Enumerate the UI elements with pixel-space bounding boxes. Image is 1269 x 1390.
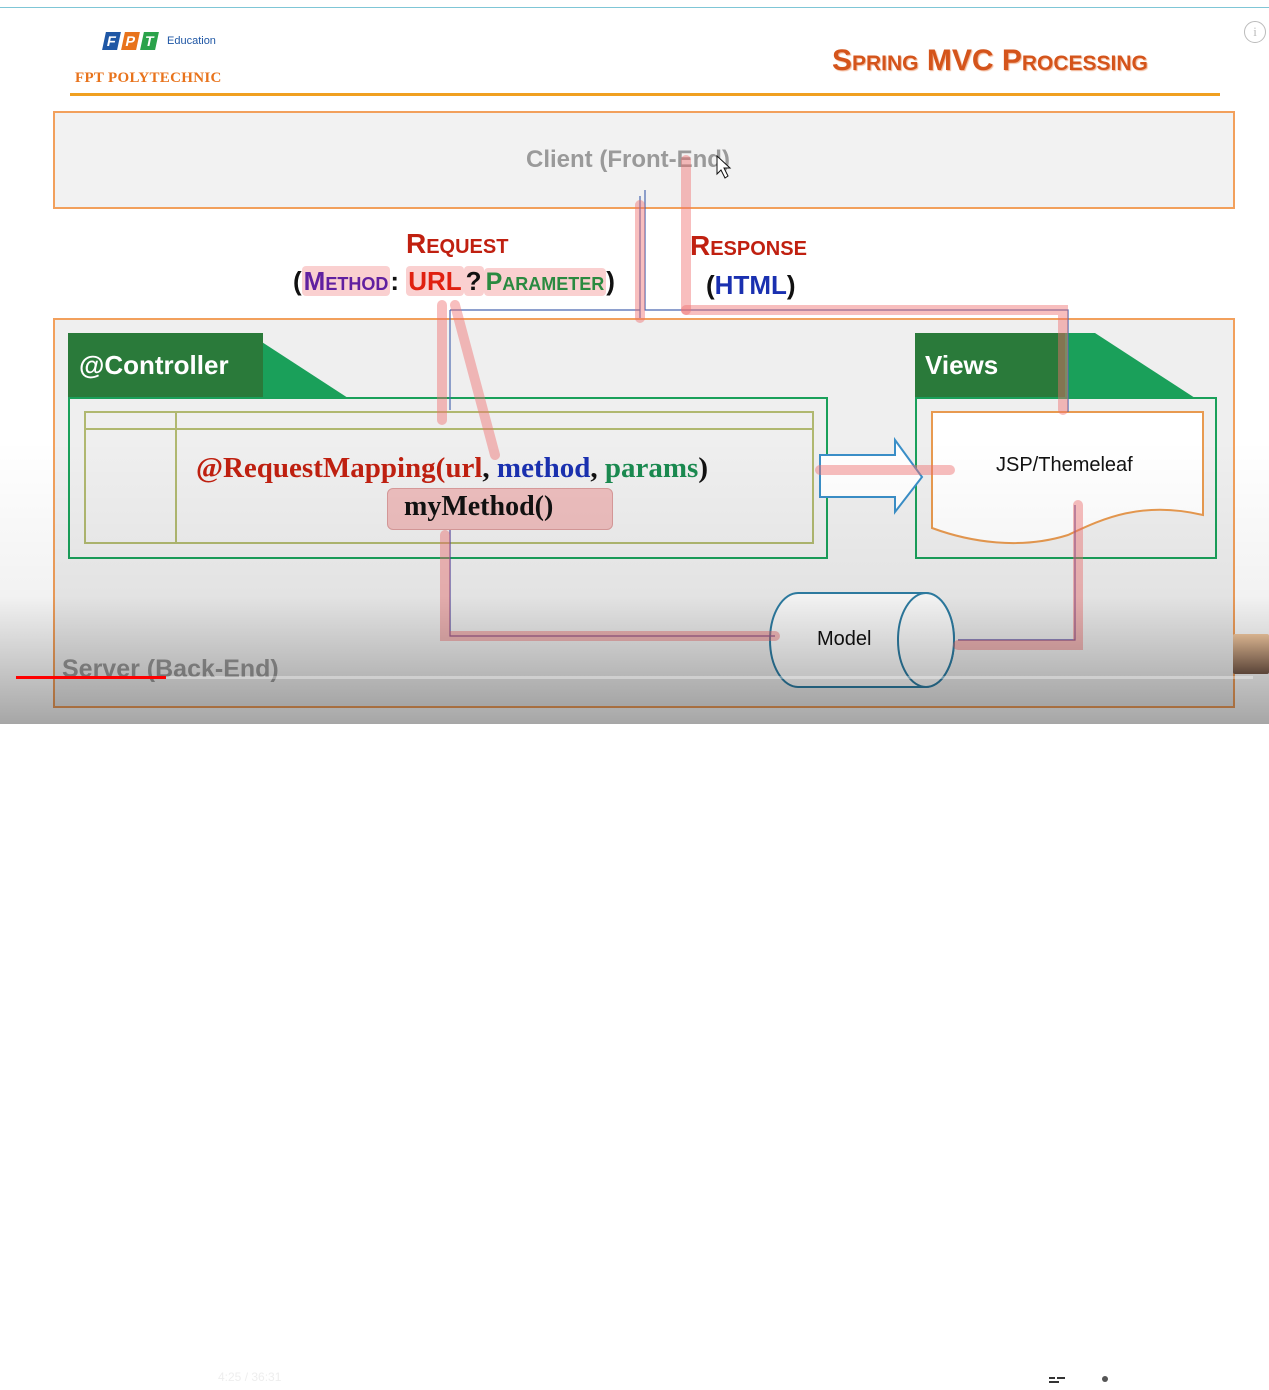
fullscreen-icon[interactable]: [1238, 1368, 1260, 1390]
volume-icon[interactable]: [177, 1368, 199, 1388]
player-controls: 4:25 / 36:31: [0, 676, 1269, 1390]
controller-label: @Controller: [79, 350, 229, 380]
request-connector-line: [449, 190, 1069, 412]
progress-bar-played[interactable]: [16, 676, 166, 679]
model-cylinder-cap: [897, 592, 955, 688]
settings-gear-icon[interactable]: [1094, 1368, 1116, 1390]
logo-education-text: Education: [167, 35, 216, 47]
request-mapping-prefix: @RequestMapping(: [196, 452, 446, 484]
miniplayer-icon[interactable]: [1141, 1369, 1165, 1389]
request-mapping-method: method: [496, 452, 591, 484]
time-display: 4:25 / 36:31: [218, 1370, 281, 1384]
view-document-shape: [931, 411, 1204, 545]
request-method: Method: [301, 266, 391, 296]
views-tab-highlight: [915, 333, 1065, 398]
response-signature: (HTML): [706, 270, 796, 301]
highlight-strokes: [437, 155, 1083, 650]
inner-table-row-line: [84, 428, 814, 430]
response-open-paren: (: [706, 270, 715, 300]
request-close-paren: ): [606, 266, 615, 296]
controller-tab-highlight: [68, 333, 263, 398]
controller-box: [68, 397, 828, 559]
inner-table-col-line: [175, 411, 177, 544]
request-mapping-suffix: ): [698, 452, 708, 484]
progress-bar[interactable]: [16, 676, 1253, 679]
logo-polytechnic-text: FPT POLYTECHNIC: [75, 70, 222, 86]
subtitles-icon[interactable]: [1045, 1369, 1069, 1389]
request-mapping-url: url: [445, 452, 483, 484]
request-question: ?: [463, 266, 484, 296]
request-mapping-annotation: @RequestMapping(url, method, params): [196, 452, 708, 485]
controller-inner-table: [84, 411, 814, 544]
request-signature: (Method: URL?Parameter): [293, 266, 615, 297]
model-label: Model: [817, 628, 872, 650]
views-label: Views: [925, 350, 999, 380]
request-open-paren: (: [293, 266, 302, 296]
slide-title: Spring MVC Processing: [832, 44, 1148, 77]
client-label: Client (Front-End): [526, 146, 730, 173]
skip-next-icon[interactable]: [132, 1370, 150, 1388]
mouse-cursor-icon: [716, 154, 732, 179]
theater-mode-icon[interactable]: [1188, 1369, 1214, 1389]
client-box: [53, 111, 1235, 209]
model-connector-line: [449, 505, 1076, 641]
response-html: HTML: [714, 270, 787, 300]
request-mapping-sep1: ,: [482, 452, 497, 484]
skip-previous-icon[interactable]: [33, 1370, 51, 1388]
fpt-logo: F P T Education: [102, 32, 216, 50]
controller-to-views-arrow: [819, 436, 924, 515]
info-icon[interactable]: i: [1244, 21, 1266, 43]
current-time: 4:25: [218, 1370, 242, 1384]
duration: 36:31: [251, 1370, 282, 1384]
top-divider: [0, 7, 1269, 8]
mymethod-label: myMethod(): [404, 491, 554, 522]
pause-icon[interactable]: [83, 1368, 103, 1388]
title-underline: [70, 93, 1220, 96]
request-parameter: Parameter: [483, 268, 607, 296]
mymethod-highlight: [387, 488, 613, 530]
response-close-paren: ): [786, 270, 796, 300]
diagram-graphics: [437, 154, 1204, 688]
response-title: Response: [690, 230, 807, 261]
request-url: URL: [406, 266, 464, 296]
request-mapping-params: params: [604, 452, 699, 484]
channel-watermark-avatar[interactable]: [1233, 634, 1269, 674]
jsp-themeleaf-label: JSP/Themeleaf: [996, 454, 1133, 476]
time-separator: /: [241, 1370, 252, 1384]
request-colon: :: [390, 266, 407, 296]
request-mapping-sep2: ,: [590, 452, 605, 484]
request-title: Request: [406, 228, 509, 259]
